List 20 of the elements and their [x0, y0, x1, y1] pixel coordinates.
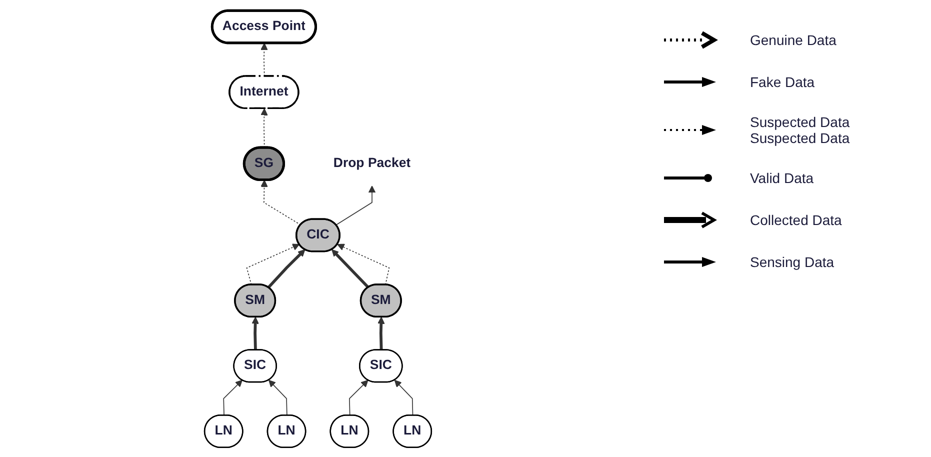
arrow [268, 379, 288, 416]
node-text: Drop Packet [333, 156, 411, 170]
arrow [332, 248, 370, 288]
arrow [246, 243, 300, 285]
legend-label: Fake Data [750, 74, 816, 90]
arrow [337, 243, 390, 285]
arrow [252, 316, 259, 350]
legend-label: Valid Data [750, 170, 815, 186]
network-diagram: Access Point Internet SG CIC Drop Packet SM SM SIC SIC LN LN LN LN [0, 4, 640, 454]
arrow [260, 42, 268, 76]
arrow [394, 379, 414, 416]
arrow [336, 185, 376, 225]
legend-label: Collected Data [750, 212, 843, 228]
arrow [267, 248, 306, 288]
legend-label: Genuine Data [750, 32, 838, 48]
legend-label: Sensing Data [750, 254, 836, 270]
arrow [378, 316, 385, 350]
arrow [223, 379, 242, 416]
arrow [349, 379, 368, 416]
legend-label: Suspected Data Suspected Data [750, 114, 851, 146]
